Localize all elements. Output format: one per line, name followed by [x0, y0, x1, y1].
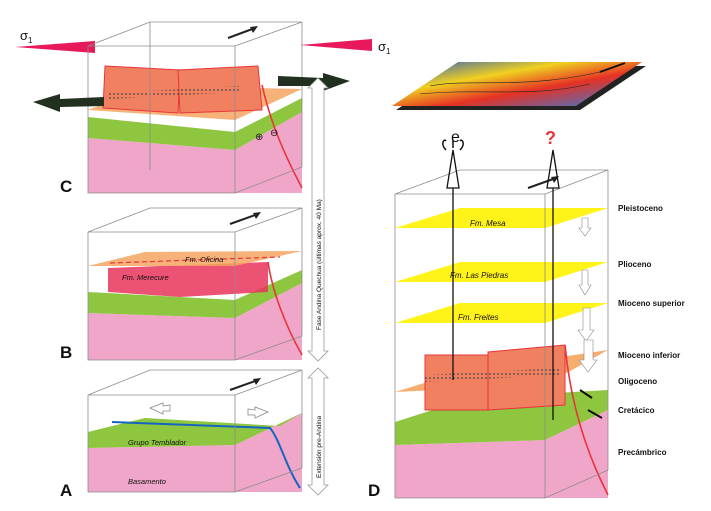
age-mioceno-superior: Mioceno superior: [618, 299, 685, 308]
age-pleistoceno: Pleistoceno: [618, 204, 663, 213]
block-c-left-pop-up: [103, 66, 180, 113]
block-c-letter: C: [60, 177, 72, 196]
producer-oil-spray-icon: [443, 140, 463, 150]
time-arrow-lower: Extensión pre-Andina: [308, 368, 328, 495]
time-arrow-upper: Fase Andina Quechua (últimas aprox. 40 M…: [308, 78, 328, 361]
block-c-strike-slip-out: ⊕: [255, 132, 263, 143]
age-cretacico: Cretácico: [618, 406, 655, 415]
block-c-box-top: [88, 22, 302, 46]
block-d: Fm. Mesa Fm. Las Piedras Fm. Freites D: [368, 170, 608, 500]
age-precambrico: Precámbrico: [618, 448, 667, 457]
age-mioceno-inferior: Mioceno inferior: [618, 351, 680, 360]
block-a-direction-arrow: [230, 380, 258, 390]
block-b: Fm. Oficina Fm. Merecure B: [60, 208, 302, 362]
block-a-box-top: [88, 370, 302, 395]
producer-derrick-icon: [447, 150, 459, 188]
age-oligoceno: Oligoceno: [618, 377, 657, 386]
block-d-fm-freites-label: Fm. Freites: [458, 313, 498, 322]
sigma1-right-subscript: 1: [386, 47, 391, 56]
prospect-derrick-icon: [547, 150, 559, 188]
block-d-left-pop-up: [425, 355, 488, 410]
subsidence-arrow-2: [579, 270, 591, 295]
subsidence-arrow-3: [578, 308, 594, 341]
block-d-direction-arrow: [528, 178, 556, 188]
time-arrow-upper-label: Fase Andina Quechua (últimas aprox. 40 M…: [316, 199, 323, 330]
block-c-strike-slip-in: ⊖: [270, 128, 278, 139]
block-a: Grupo Temblador Basamento A: [60, 370, 302, 500]
map-surface: [392, 62, 642, 106]
sigma1-right-label: σ: [378, 39, 386, 54]
age-labels: Pleistoceno Plioceno Mioceno superior Mi…: [618, 204, 685, 457]
block-d-fm-freites: [395, 303, 608, 323]
block-b-fm-oficina: Fm. Oficina: [185, 255, 223, 264]
age-plioceno: Plioceno: [618, 260, 651, 269]
block-b-fm-merecure: Fm. Merecure: [122, 273, 169, 282]
prospect-well-label: ?: [545, 128, 556, 148]
block-a-extension-arrow-right: [248, 407, 268, 418]
block-b-box-top: [88, 208, 302, 232]
block-a-grupo-temblador: Grupo Temblador: [128, 438, 187, 447]
seismic-map-inset: [392, 62, 646, 110]
block-a-letter: A: [60, 481, 72, 500]
block-d-letter: D: [368, 481, 380, 500]
sigma1-left-label: σ: [20, 28, 28, 43]
block-a-basamento: Basamento: [128, 477, 166, 486]
sigma1-left-subscript: 1: [28, 36, 33, 45]
sigma1-right-arrow: [300, 39, 372, 51]
block-c-direction-arrow: [228, 28, 255, 38]
producer-well: e: [443, 129, 463, 380]
block-d-box-top: [395, 170, 608, 194]
subsidence-arrow-1: [579, 218, 591, 236]
block-a-extension-arrow-left: [150, 403, 170, 414]
block-d-fm-las-piedras-label: Fm. Las Piedras: [450, 271, 508, 280]
time-arrow-lower-label: Extensión pre-Andina: [316, 415, 323, 478]
block-b-letter: B: [60, 343, 72, 362]
block-b-direction-arrow: [230, 214, 258, 224]
block-d-fm-mesa-label: Fm. Mesa: [470, 219, 506, 228]
